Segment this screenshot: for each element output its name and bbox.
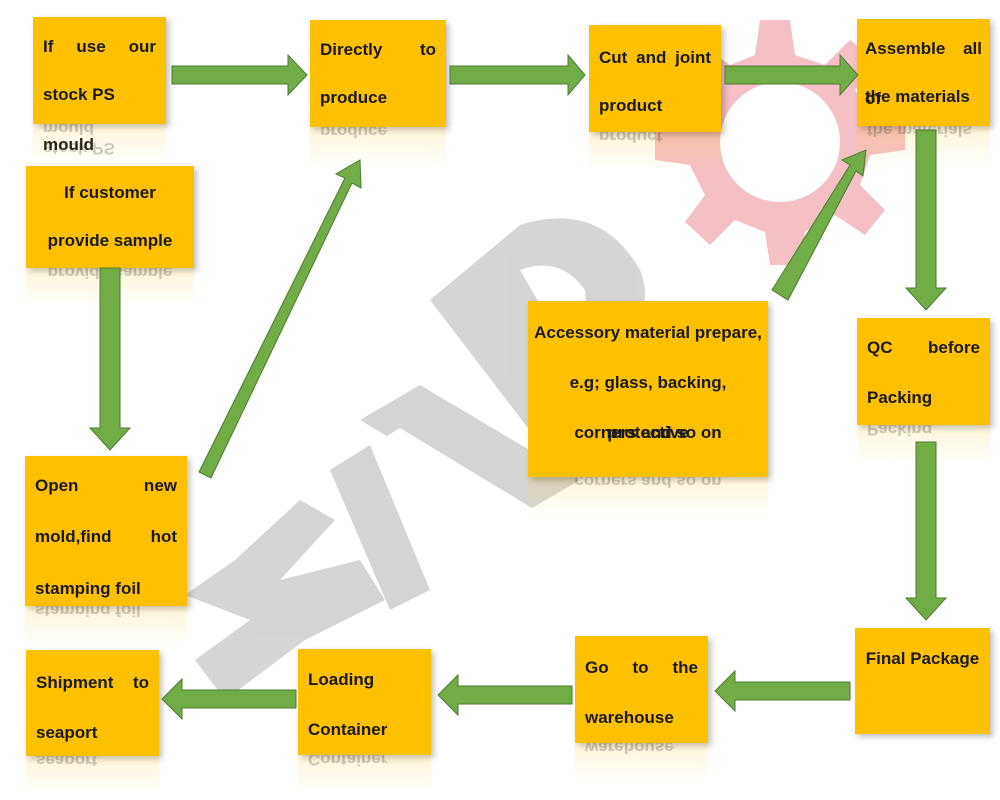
box-open-mold-line3: stamping foil	[35, 579, 141, 598]
box-cut-joint-line2: product	[599, 96, 663, 115]
box-qc: QC before Packing Packing	[857, 318, 990, 465]
box-customer-sample-line1: If customer	[64, 183, 156, 202]
box-open-mold-line1: Open new	[35, 476, 177, 495]
box-loading-line1: Loading	[308, 670, 375, 689]
arrow-down	[904, 441, 948, 621]
reflection: corners and so on	[528, 477, 768, 517]
box-shipment-line2: seaport	[36, 723, 98, 742]
box-directly-produce-line2: produce	[320, 88, 388, 107]
box-stock-mould-line2: stock PS mould	[43, 85, 115, 154]
box-qc-line2: Packing	[867, 388, 933, 407]
box-directly-produce-line1: Directly to	[320, 40, 436, 59]
box-assemble-line1: Assemble all of	[865, 39, 982, 108]
box-accessory-line3: corners and so on	[574, 423, 722, 442]
arrow-down	[88, 267, 132, 451]
box-accessory: Accessory material prepare, e.g; glass, …	[528, 301, 768, 517]
box-accessory-line2: e.g; glass, backing, protective	[569, 373, 727, 442]
box-qc-line1: QC before	[867, 338, 980, 357]
arrow-diagonal	[198, 159, 362, 479]
box-shipment: Shipment to seaport seaport	[26, 650, 159, 796]
reflection: product	[589, 132, 721, 172]
box-loading-line2: Container	[308, 720, 388, 739]
box-stock-mould: If use our stock PS mould stock PS mould	[33, 17, 166, 164]
reflection: warehouse	[575, 743, 708, 783]
arrow-left	[437, 673, 573, 717]
arrow-right	[724, 53, 859, 97]
box-accessory-line1: Accessory material prepare,	[534, 323, 762, 342]
box-customer-sample-line2: provide sample	[47, 231, 173, 250]
box-assemble-line2: the materials	[865, 87, 970, 106]
box-open-mold: Open new mold,find hot stamping foil sta…	[25, 456, 187, 646]
arrow-down	[904, 129, 948, 311]
box-stock-mould-line1: If use our	[43, 37, 156, 56]
arrow-right	[171, 53, 308, 97]
box-loading: Loading Container Container	[298, 649, 431, 795]
arrow-diagonal	[771, 149, 867, 301]
arrow-right	[449, 53, 586, 97]
box-open-mold-line2: mold,find hot	[35, 527, 177, 546]
box-directly-produce: Directly to produce produce	[310, 20, 446, 167]
box-cut-joint: Cut and joint product product	[589, 25, 721, 172]
box-warehouse-line2: warehouse	[585, 708, 674, 727]
box-warehouse: Go to the warehouse warehouse	[575, 636, 708, 783]
arrow-left	[161, 677, 297, 721]
reflection: stock PS mould	[33, 124, 166, 164]
box-final-package: Final Package	[855, 628, 990, 734]
reflection: produce	[310, 127, 446, 167]
reflection: Container	[298, 755, 431, 795]
reflection: stamping foil	[25, 606, 187, 646]
box-final-package-label: Final Package	[865, 649, 980, 668]
reflection: seaport	[26, 756, 159, 796]
box-warehouse-line1: Go to the	[585, 658, 698, 677]
arrow-left	[714, 669, 851, 713]
box-cut-joint-line1: Cut and joint	[599, 48, 711, 67]
box-shipment-line1: Shipment to	[36, 673, 149, 692]
